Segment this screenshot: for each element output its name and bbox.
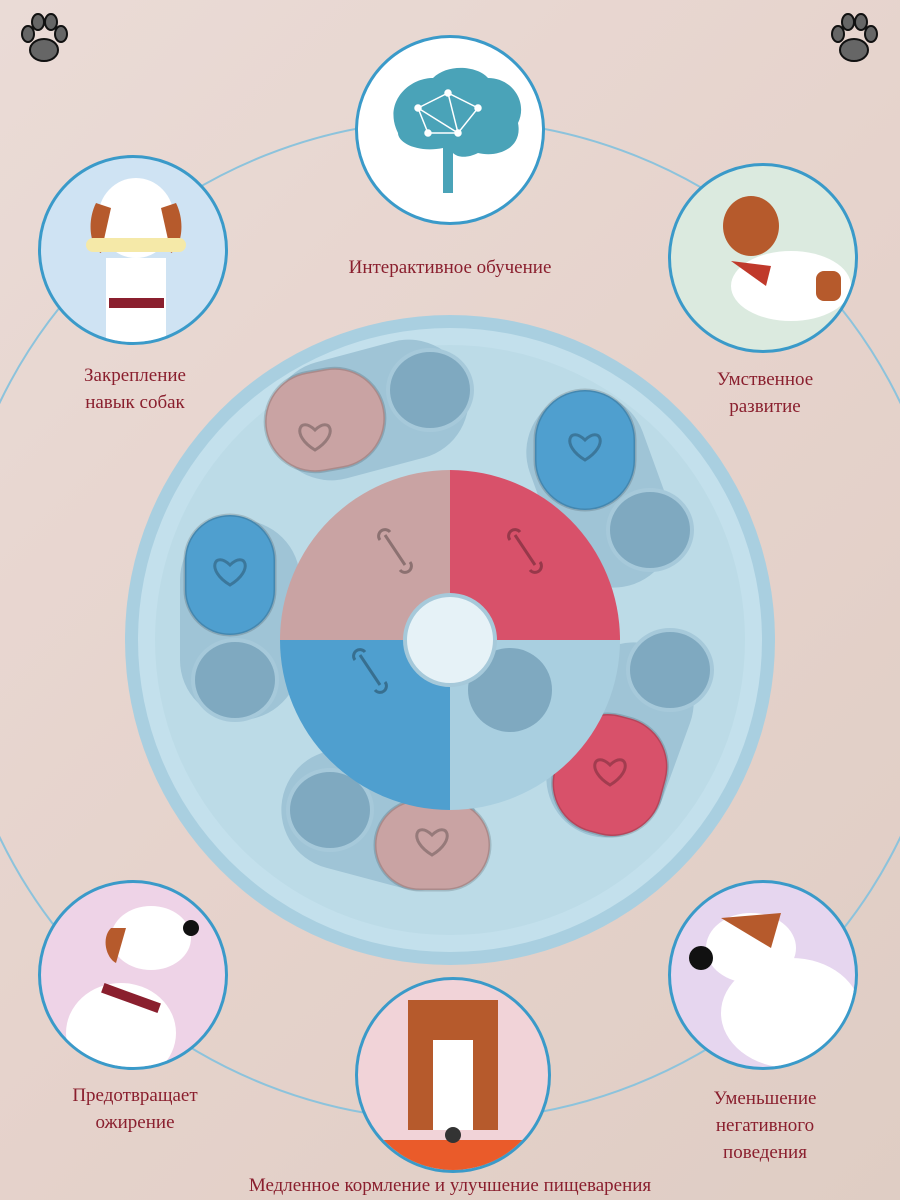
dog-with-bone-icon	[86, 178, 186, 342]
label-line: Закрепление	[84, 365, 186, 386]
puzzle-feeder-toy	[125, 315, 775, 965]
feature-circle-mental	[668, 163, 858, 353]
label-line: ожирение	[95, 1112, 175, 1133]
label-line: развитие	[729, 396, 801, 417]
label-line: Предотвращает	[72, 1085, 198, 1106]
feature-circle-interactive	[355, 35, 545, 225]
paw-icon	[831, 13, 878, 62]
label-line: поведения	[723, 1142, 807, 1163]
feature-circle-behavior	[668, 880, 858, 1070]
label-line: Уменьшение	[713, 1088, 817, 1109]
feature-circle-feeding	[355, 977, 551, 1173]
looking-dog-icon	[689, 913, 855, 1067]
label-line: негативного	[715, 1115, 815, 1136]
feature-circle-skills	[38, 155, 228, 345]
label-line: Умственное	[716, 369, 814, 390]
label-mental: Умственное развитие	[665, 366, 865, 420]
label-feeding: Медленное кормление и улучшение пищеваре…	[248, 1175, 652, 1196]
label-obesity: Предотвращает ожирение	[30, 1082, 240, 1136]
sitting-dog-icon	[66, 906, 199, 1067]
eating-dog-icon	[378, 1000, 528, 1170]
paw-icon	[21, 13, 68, 62]
feature-circle-obesity	[38, 880, 228, 1070]
label-line: навык собак	[85, 392, 185, 413]
label-skills: Закрепление навык собак	[40, 362, 230, 416]
jumping-dog-icon	[723, 196, 851, 321]
brain-icon	[393, 67, 522, 193]
label-interactive-learning: Интерактивное обучение	[348, 257, 552, 278]
label-behavior: Уменьшение негативного поведения	[660, 1085, 870, 1166]
